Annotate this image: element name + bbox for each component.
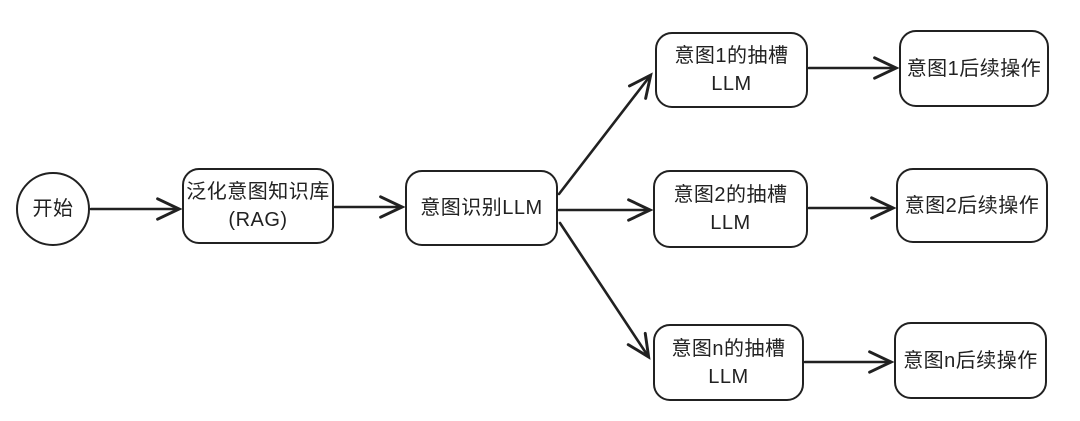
node-intent2-followup-label: 意图2后续操作 [904,194,1040,217]
node-intent2-followup: 意图2后续操作 [896,168,1048,243]
node-intent1-followup: 意图1后续操作 [899,30,1049,107]
node-intentn-slot-llm: 意图n的抽槽 LLM [653,324,804,401]
node-rag-label-line2: (RAG) [228,209,288,231]
node-intent2-slot-label-line1: 意图2的抽槽 [673,184,788,206]
node-intentn-followup: 意图n后续操作 [894,322,1047,399]
connector-intent-to-slotn [558,221,651,360]
node-intent1-slot-label-line1: 意图1的抽槽 [674,45,789,67]
node-intentn-followup-label: 意图n后续操作 [903,349,1038,372]
node-intentn-slot-label-line2: LLM [708,365,749,388]
node-intentn-slot-label-line1: 意图n的抽槽 [671,337,786,360]
node-intent-recognition-llm: 意图识别LLM [405,170,558,246]
node-intent1-slot-llm: 意图1的抽槽 LLM [655,32,808,108]
connector-intent-to-slot1 [557,72,653,196]
node-intent2-slot-label-line2: LLM [710,212,751,234]
node-rag-label-line1: 泛化意图知识库 [186,181,330,203]
node-start: 开始 [16,172,90,246]
node-start-label: 开始 [32,198,74,220]
node-intent1-slot-label-line2: LLM [711,73,752,95]
node-intent2-slot-llm: 意图2的抽槽 LLM [653,170,808,248]
node-rag-knowledge-base: 泛化意图知识库 (RAG) [182,168,334,244]
node-intent1-followup-label: 意图1后续操作 [906,57,1042,80]
node-intent-recognition-label: 意图识别LLM [420,197,543,219]
